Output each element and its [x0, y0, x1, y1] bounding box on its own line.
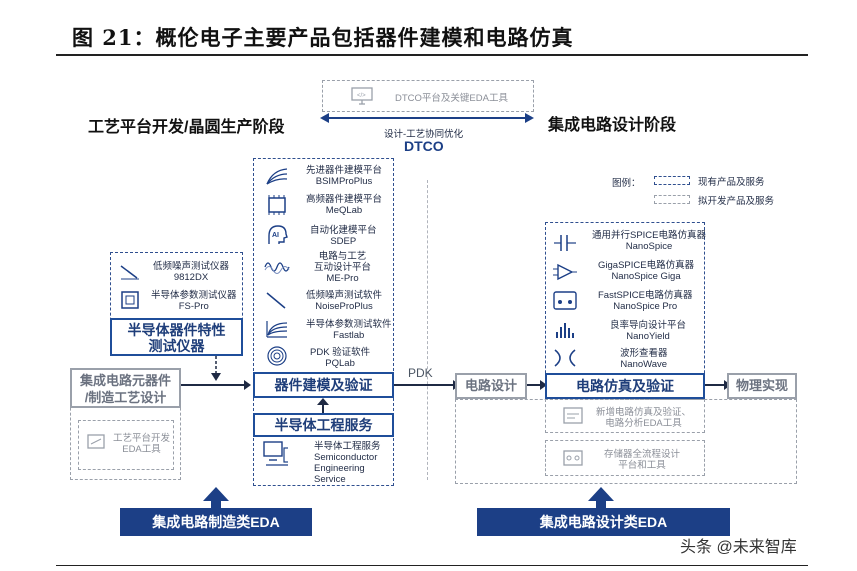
noise-tester-icon	[117, 261, 143, 283]
bottom-rule	[56, 565, 808, 566]
meqlab-name: 高频器件建模平台 MeQLab	[306, 194, 383, 216]
fastlab-name: 半导体参数测试软件 Fastlab	[306, 319, 392, 341]
manufacturing-arrow-stem	[211, 500, 221, 508]
engineering-service-name: 半导体工程服务 Semiconductor Engineering Servic…	[314, 441, 381, 485]
legend-title: 图例：	[612, 178, 641, 189]
manufacturing-eda-banner: 集成电路制造类EDA	[120, 508, 312, 536]
nanowave-name: 波形查看器 NanoWave	[620, 348, 668, 370]
monitor-icon: </>	[351, 87, 373, 110]
sdep-name: 自动化建模平台 SDEP	[310, 225, 377, 247]
left-stage-heading: 工艺平台开发/晶圆生产阶段	[88, 119, 285, 136]
design-up-arrow	[588, 487, 614, 501]
process-tool-icon	[83, 431, 109, 453]
physical-impl-box: 物理实现	[727, 373, 797, 399]
simulation-panel: 通用并行SPICE电路仿真器 NanoSpice GigaSPICE电路仿真器 …	[545, 222, 707, 398]
parameter-tester-icon	[117, 289, 143, 311]
fastspice-icon	[552, 290, 578, 312]
device-modeling-icon	[264, 165, 290, 187]
bsimpro-name: 先进器件建模平台 BSIMProPlus	[306, 165, 383, 187]
planned-memory-label: 存储器全流程设计 平台和工具	[604, 449, 681, 471]
noise-curve-icon	[264, 289, 290, 311]
parameter-tester-name: 半导体参数测试仪器 FS-Pro	[151, 290, 237, 312]
right-stage-heading: 集成电路设计阶段	[548, 117, 677, 134]
modeling-panel: 先进器件建模平台 BSIMProPlus 高频器件建模平台 MeQLab AI …	[253, 158, 394, 486]
computer-service-icon	[262, 441, 288, 466]
rf-chip-icon	[264, 194, 290, 216]
arrow-modeling-to-design	[394, 380, 460, 390]
waveform-viewer-icon	[552, 347, 578, 369]
dtco-double-arrow	[320, 113, 534, 123]
design-eda-banner: 集成电路设计类EDA	[477, 508, 730, 536]
arrow-instrument-down	[211, 356, 221, 381]
pqlab-name: PDK 验证软件 PQLab	[310, 347, 371, 369]
title-rule	[56, 54, 808, 56]
pdk-label: PDK	[408, 366, 433, 380]
circuit-design-box: 电路设计	[455, 373, 527, 399]
stage-divider	[427, 180, 428, 480]
planned-sim-box: 新增电路仿真及验证、 电路分析EDA工具	[545, 399, 705, 433]
dtco-label: DTCO	[404, 138, 444, 154]
manufacturing-up-arrow	[203, 487, 229, 501]
dtco-arrow-label: 设计-工艺协同优化	[384, 129, 464, 140]
nanospice-name: 通用并行SPICE电路仿真器 NanoSpice	[592, 230, 707, 252]
process-eda-planned-box: 工艺平台开发 EDA工具	[78, 420, 174, 470]
svg-text:AI: AI	[272, 232, 279, 239]
yield-icon	[552, 319, 578, 341]
memory-icon	[560, 447, 586, 469]
nanospice-giga-name: GigaSPICE电路仿真器 NanoSpice Giga	[598, 260, 695, 282]
watermark: 头条 @未来智库	[680, 539, 797, 556]
arrow-design-to-sim	[527, 380, 547, 390]
svg-text:</>: </>	[357, 93, 366, 99]
process-eda-label: 工艺平台开发 EDA工具	[113, 433, 171, 455]
spice-giga-icon	[552, 261, 578, 283]
figure-title: 图 21：概伦电子主要产品包括器件建模和电路仿真	[72, 25, 574, 50]
design-arrow-stem	[596, 500, 606, 508]
dtco-platform-label: DTCO平台及关键EDA工具	[395, 93, 508, 104]
legend-existing-swatch	[654, 176, 690, 185]
spice-parallel-icon	[552, 232, 578, 254]
nanospice-pro-name: FastSPICE电路仿真器 NanoSpice Pro	[598, 290, 693, 312]
dtco-platform-box: </> DTCO平台及关键EDA工具	[322, 80, 534, 112]
modeling-box: 器件建模及验证	[253, 372, 394, 398]
arrow-sim-to-physical	[705, 380, 731, 390]
engineering-service-box: 半导体工程服务	[253, 413, 394, 437]
legend-existing-label: 现有产品及服务	[698, 177, 765, 188]
noiseproplus-name: 低频噪声测试软件 NoiseProPlus	[306, 290, 383, 312]
legend-planned-label: 拟开发产品及服务	[698, 196, 775, 207]
simulation-box: 电路仿真及验证	[545, 373, 705, 399]
noise-tester-name: 低频噪声测试仪器 9812DX	[153, 261, 230, 283]
test-instrument-box: 半导体器件特性 测试仪器	[110, 318, 243, 356]
arrow-service-up	[317, 398, 329, 413]
waveform-icon	[264, 256, 290, 278]
ai-head-icon: AI	[264, 224, 290, 246]
fingerprint-icon	[264, 345, 290, 367]
planned-memory-box: 存储器全流程设计 平台和工具	[545, 440, 705, 476]
legend-planned-swatch	[654, 195, 690, 204]
parameter-curve-icon	[264, 318, 290, 340]
nanoyield-name: 良率导向设计平台 NanoYield	[610, 320, 687, 342]
mepro-name: 电路与工艺 互动设计平台 ME-Pro	[314, 251, 372, 284]
arrow-process-to-modeling	[181, 380, 251, 390]
process-design-box: 集成电路元器件 /制造工艺设计	[70, 368, 181, 408]
planned-sim-label: 新增电路仿真及验证、 电路分析EDA工具	[596, 407, 692, 429]
sim-tool-icon	[560, 405, 586, 427]
